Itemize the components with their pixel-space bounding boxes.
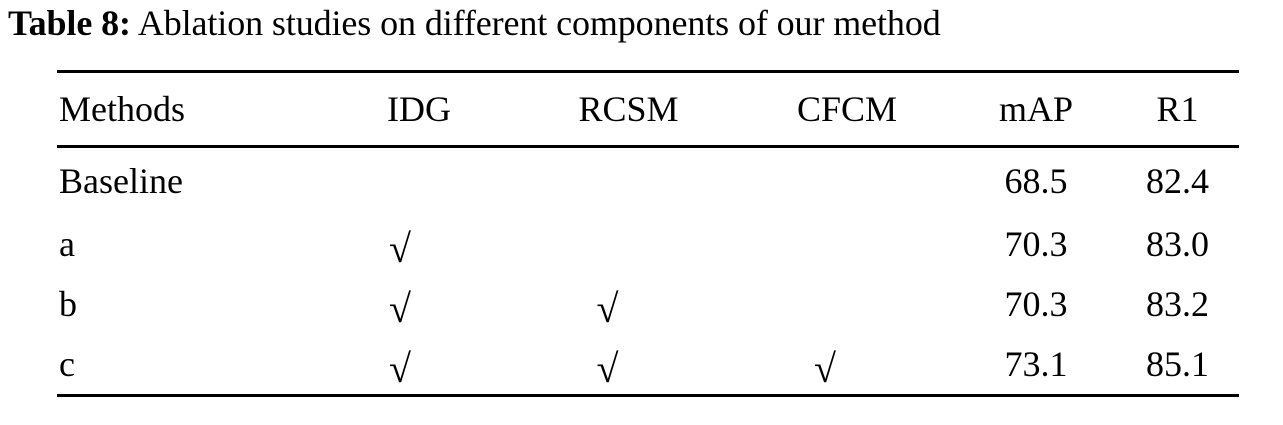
cell-rcsm <box>525 147 740 215</box>
ablation-table: Methods IDG RCSM CFCM mAP R1 Baseline 68… <box>57 70 1239 397</box>
cell-cfcm <box>740 274 960 334</box>
caption-label: Table 8: <box>8 3 131 43</box>
cell-map: 70.3 <box>1004 284 1068 324</box>
check-icon: √ <box>389 286 411 331</box>
check-icon: √ <box>596 286 619 331</box>
cell-map: 73.1 <box>1004 344 1068 384</box>
caption-text: Ablation studies on different components… <box>137 3 941 43</box>
cell-r1: 82.4 <box>1146 161 1209 201</box>
cell-rcsm <box>525 214 740 274</box>
cell-map: 68.5 <box>1004 161 1068 201</box>
column-header-rcsm: RCSM <box>578 89 679 129</box>
cell-idg <box>325 147 525 215</box>
header-row: Methods IDG RCSM CFCM mAP R1 <box>57 71 1239 147</box>
table-row: Baseline 68.5 82.4 <box>57 147 1239 215</box>
cell-idg: √ <box>325 274 525 334</box>
cell-method: b <box>59 284 77 324</box>
check-icon: √ <box>389 226 411 271</box>
cell-idg: √ <box>325 214 525 274</box>
column-header-idg: IDG <box>387 89 451 129</box>
cell-cfcm <box>740 147 960 215</box>
table-body: Baseline 68.5 82.4 a √ 70.3 83.0 b <box>57 147 1239 396</box>
cell-idg: √ <box>325 334 525 396</box>
table-row: a √ 70.3 83.0 <box>57 214 1239 274</box>
check-icon: √ <box>596 346 619 391</box>
column-header-methods: Methods <box>59 89 185 129</box>
check-icon: √ <box>389 346 411 391</box>
table-row: c √ √ √ 73.1 85.1 <box>57 334 1239 396</box>
cell-r1: 83.2 <box>1146 284 1209 324</box>
cell-r1: 85.1 <box>1146 344 1209 384</box>
cell-rcsm: √ <box>525 334 740 396</box>
cell-method: c <box>59 344 75 384</box>
ablation-table-container: Methods IDG RCSM CFCM mAP R1 Baseline 68… <box>57 70 1239 397</box>
cell-method: Baseline <box>59 161 183 201</box>
cell-cfcm: √ <box>740 334 960 396</box>
cell-cfcm <box>740 214 960 274</box>
column-header-cfcm: CFCM <box>796 89 898 129</box>
table-caption: Table 8: Ablation studies on different c… <box>8 1 1278 45</box>
cell-method: a <box>59 224 75 264</box>
cell-map: 70.3 <box>1004 224 1068 264</box>
cell-rcsm: √ <box>525 274 740 334</box>
table-header: Methods IDG RCSM CFCM mAP R1 <box>57 71 1239 147</box>
check-icon: √ <box>814 346 836 391</box>
cell-r1: 83.0 <box>1146 224 1209 264</box>
column-header-r1: R1 <box>1156 89 1199 129</box>
column-header-map: mAP <box>998 89 1074 129</box>
table-row: b √ √ 70.3 83.2 <box>57 274 1239 334</box>
